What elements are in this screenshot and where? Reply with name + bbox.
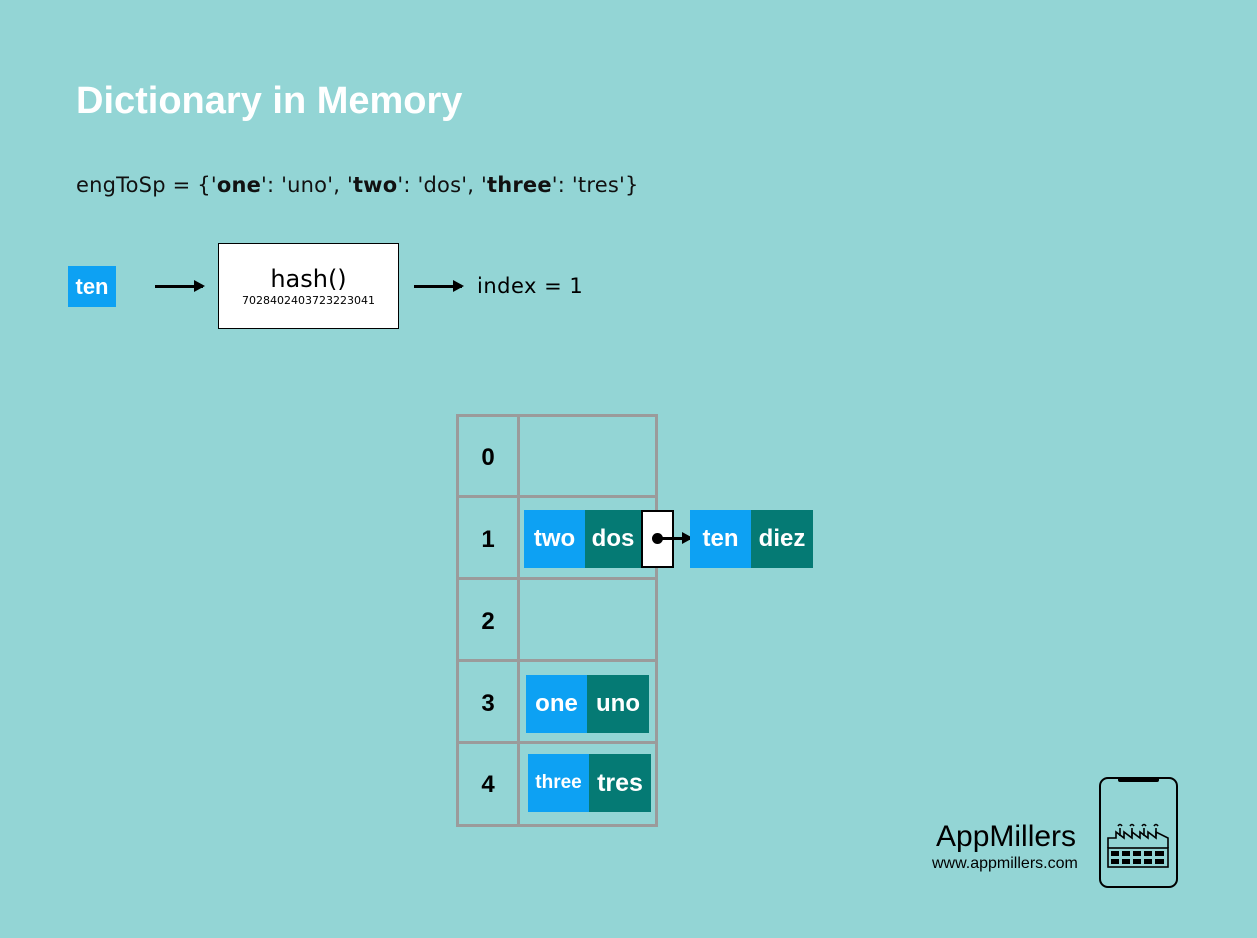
arrow-to-index <box>414 280 464 292</box>
chained-node-key: ten <box>690 510 751 568</box>
table-index-0: 0 <box>481 444 495 471</box>
code-value-tres: tres <box>577 173 619 197</box>
hash-value: 7028402403723223041 <box>242 293 375 307</box>
bucket-3-value: uno <box>587 675 649 733</box>
table-row-divider <box>456 659 658 662</box>
hash-function-box: hash() 7028402403723223041 <box>218 243 399 329</box>
table-index-1: 1 <box>481 526 495 553</box>
code-key-two: two <box>352 173 398 197</box>
brand-url: www.appmillers.com <box>932 855 1078 872</box>
bucket-1-key: two <box>524 510 585 568</box>
dictionary-definition: engToSp = {'one': 'uno', 'two': 'dos', '… <box>76 173 639 197</box>
bucket-3-key: one <box>526 675 587 733</box>
index-result: index = 1 <box>477 274 584 298</box>
code-key-one: one <box>216 173 262 197</box>
table-index-3: 3 <box>481 690 495 717</box>
code-value-uno: uno <box>287 173 328 197</box>
chained-node-value: diez <box>751 510 813 568</box>
table-index-4: 4 <box>481 771 495 798</box>
input-key: ten <box>68 266 116 307</box>
table-index-2: 2 <box>481 608 495 635</box>
table-row-divider <box>456 495 658 498</box>
pointer-dot <box>652 533 663 544</box>
hash-function-label: hash() <box>270 264 347 293</box>
hash-table <box>456 414 658 827</box>
arrow-to-hash <box>155 280 205 292</box>
bucket-1-value: dos <box>585 510 641 568</box>
factory-phone-icon <box>1099 777 1178 888</box>
bucket-4-value: tres <box>589 754 651 812</box>
brand-name: AppMillers <box>936 820 1077 853</box>
code-prefix: engToSp = {' <box>76 173 217 197</box>
code-key-three: three <box>486 173 552 197</box>
chain-arrow <box>660 532 693 544</box>
table-row-divider <box>456 577 658 580</box>
table-column-divider <box>517 414 520 827</box>
code-value-dos: dos <box>423 173 462 197</box>
page-title: Dictionary in Memory <box>76 80 463 122</box>
table-row-divider <box>456 741 658 744</box>
bucket-4-key: three <box>528 754 589 812</box>
